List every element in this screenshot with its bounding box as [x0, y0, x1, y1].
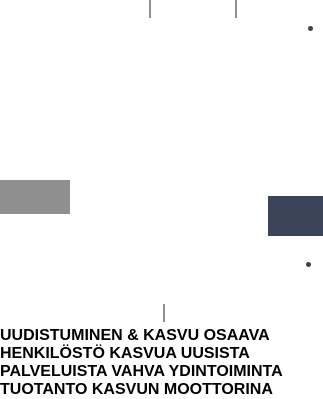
top-segment-line1: OSAAVA [203, 327, 270, 344]
segment-left-orange: UUDISTUMINEN & KASVU OSAAVA HENKILÖSTÖ K… [0, 26, 313, 398]
left-segment-line1: KASVUA [109, 345, 177, 362]
bottom-segment-line2: KASVUN [91, 381, 160, 398]
center-disc: UUDISTUMINEN & KASVU OSAAVA HENKILÖSTÖ K… [0, 26, 313, 398]
backdrop-gray-band [0, 180, 70, 214]
segment-right-green: UUDISTUMINEN & KASVU OSAAVA HENKILÖSTÖ K… [0, 26, 313, 398]
segment-top-magenta: UUDISTUMINEN & KASVU OSAAVA HENKILÖSTÖ K… [0, 26, 313, 398]
segment-bottom-navy: UUDISTUMINEN & KASVU OSAAVA HENKILÖSTÖ K… [0, 26, 313, 398]
center-label-line2: & KASVU [127, 327, 200, 344]
bullet-dot-bottom [306, 262, 311, 267]
bullet-dot-top [308, 26, 313, 31]
backdrop-dark-band [268, 196, 323, 236]
top-segment-line2: HENKILÖSTÖ [0, 345, 105, 362]
center-label-line1: UUDISTUMINEN [0, 327, 123, 344]
bottom-segment-line3: MOOTTORINA [163, 381, 273, 398]
bottom-segment-line1: TUOTANTO [0, 381, 88, 398]
right-segment-line2: YDINTOIMINTA [168, 363, 283, 380]
right-segment-line1: VAHVA [111, 363, 165, 380]
